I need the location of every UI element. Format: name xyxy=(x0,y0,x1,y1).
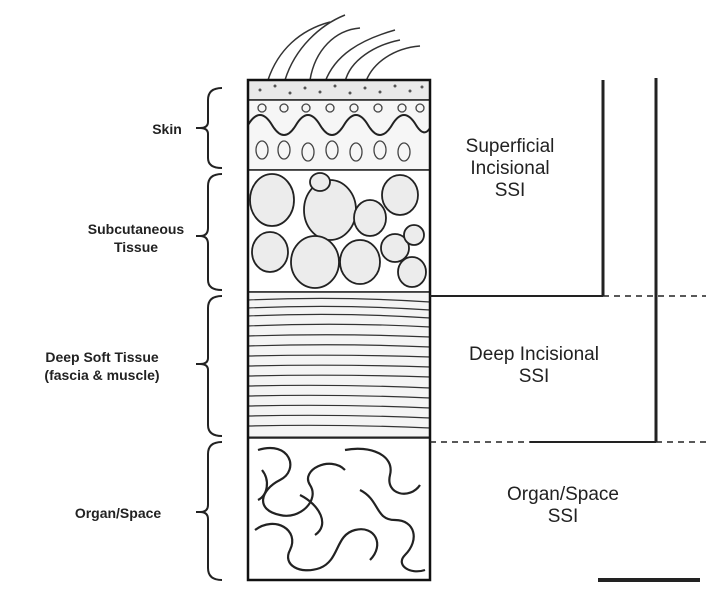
label-subcutaneous: Subcutaneous Tissue xyxy=(76,220,196,256)
label-skin-text: Skin xyxy=(152,121,182,137)
left-braces xyxy=(196,88,222,580)
label-organ-space-ssi: Organ/Space SSI xyxy=(470,484,656,528)
label-deep-soft-line1: Deep Soft Tissue xyxy=(8,348,196,366)
label-organ-space: Organ/Space xyxy=(40,504,196,522)
label-deep-line2: SSI xyxy=(434,366,634,388)
label-organ-space-text: Organ/Space xyxy=(75,505,161,521)
hair-strands xyxy=(268,15,420,84)
label-superficial-line1: Superficial xyxy=(436,136,584,158)
brace-organ xyxy=(200,442,222,580)
label-superficial-line2: Incisional xyxy=(436,158,584,180)
epidermis-layer xyxy=(248,80,430,100)
label-deep-line1: Deep Incisional xyxy=(434,344,634,366)
label-superficial-line3: SSI xyxy=(436,180,584,202)
label-deep-incisional-ssi: Deep Incisional SSI xyxy=(434,344,634,388)
brace-skin xyxy=(200,88,222,168)
label-skin: Skin xyxy=(138,120,196,138)
dermis-layer xyxy=(248,100,430,170)
label-organ-line1: Organ/Space xyxy=(470,484,656,506)
label-subcutaneous-line2: Tissue xyxy=(76,238,196,256)
label-deep-soft-line2: (fascia & muscle) xyxy=(8,366,196,384)
label-deep-soft-tissue: Deep Soft Tissue (fascia & muscle) xyxy=(8,348,196,384)
label-subcutaneous-line1: Subcutaneous xyxy=(76,220,196,238)
brace-subcutaneous xyxy=(200,174,222,290)
brace-deep-soft xyxy=(200,296,222,436)
label-superficial-ssi: Superficial Incisional SSI xyxy=(436,136,584,202)
label-organ-line2: SSI xyxy=(470,506,656,528)
tissue-column xyxy=(248,80,430,580)
